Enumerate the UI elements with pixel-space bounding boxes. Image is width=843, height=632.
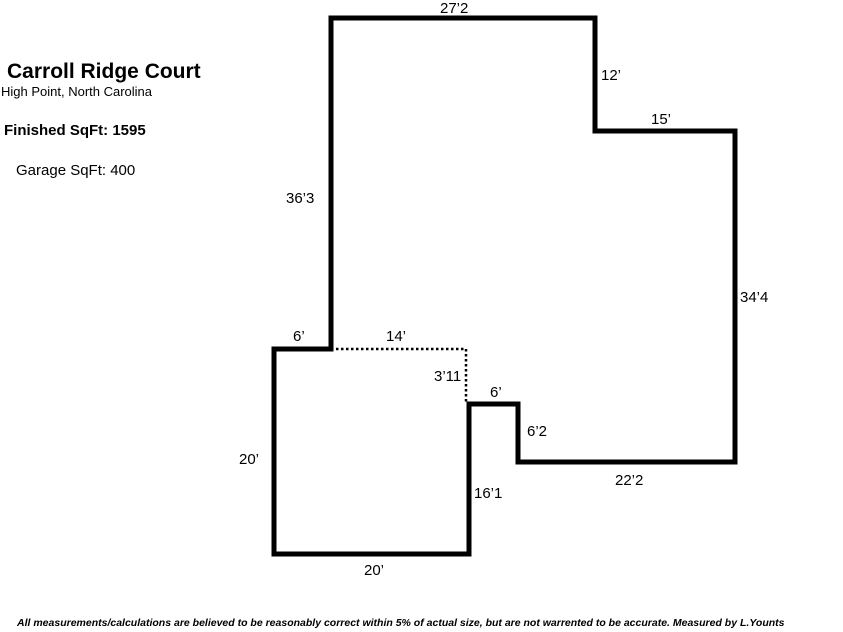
dim-notch-top: 6’ (490, 384, 502, 401)
house-outline-wall (271, 15, 738, 557)
dim-bottom-right: 22’2 (615, 472, 643, 489)
dim-notch-side: 6’2 (527, 423, 547, 440)
dim-right: 34’4 (740, 289, 768, 306)
dim-garage-right: 16’1 (474, 485, 502, 502)
measurement-disclaimer: All measurements/calculations are believ… (17, 617, 785, 629)
finished-sqft: Finished SqFt: 1595 (4, 122, 146, 139)
garage-house-dotted-wall (331, 347, 468, 404)
garage-sqft: Garage SqFt: 400 (16, 162, 136, 179)
dim-garage-top-dotted: 14’ (386, 328, 406, 345)
dim-top: 27’2 (440, 0, 468, 17)
location-subtitle: High Point, North Carolina (1, 84, 153, 99)
dim-garage-right-dotted: 3’11 (434, 368, 461, 385)
dim-garage-top-left: 6’ (293, 328, 305, 345)
dim-left-main: 36’3 (286, 190, 314, 207)
dim-garage-bottom: 20’ (364, 562, 384, 579)
dim-upper-right-step-vertical: 12’ (601, 67, 621, 84)
page-title: Carroll Ridge Court (7, 60, 201, 83)
dim-garage-left: 20’ (239, 451, 259, 468)
dim-upper-right-step-horizontal: 15’ (651, 111, 671, 128)
